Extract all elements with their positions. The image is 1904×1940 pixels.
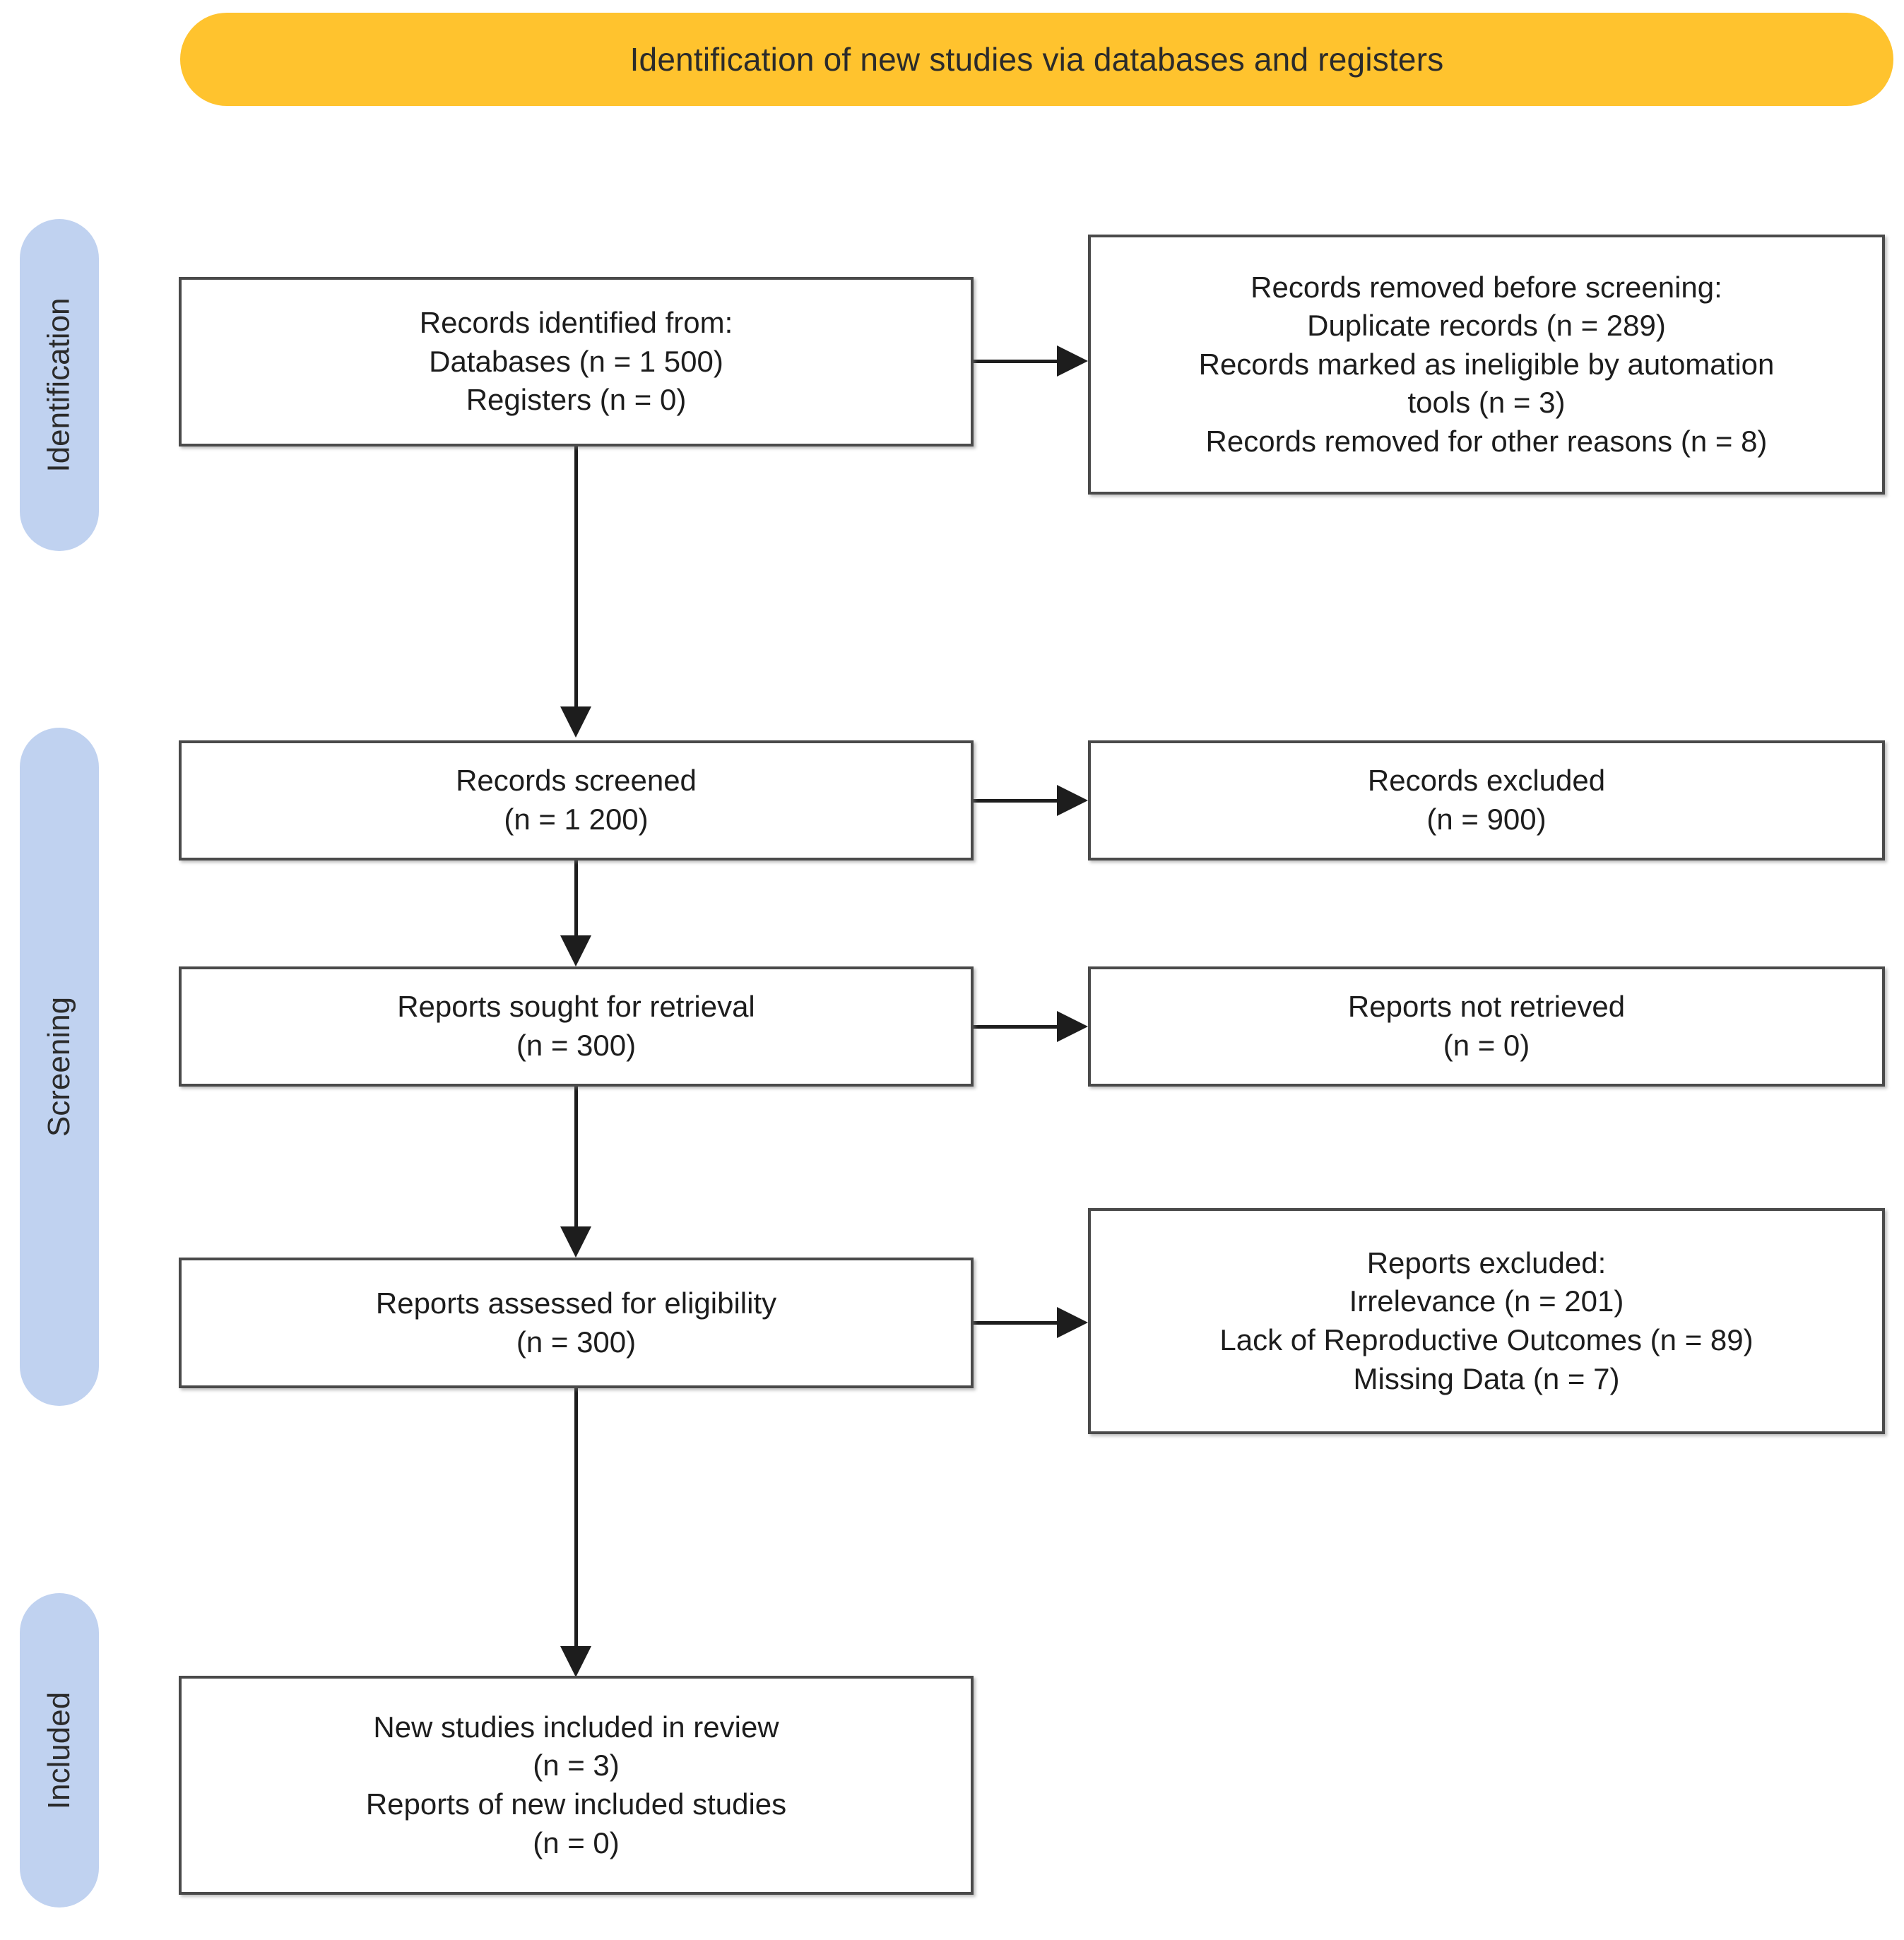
box-records-screened: Records screened (n = 1 200) <box>179 740 974 860</box>
box-records-identified-text: Records identified from: Databases (n = … <box>419 306 733 417</box>
box-reports-assessed-for-eligibility: Reports assessed for eligibility (n = 30… <box>179 1258 974 1388</box>
stage-label-included: Included <box>42 1691 77 1809</box>
connector-screened-to-sought <box>574 860 578 938</box>
box-records-identified: Records identified from: Databases (n = … <box>179 277 974 446</box>
box-records-excluded: Records excluded (n = 900) <box>1088 740 1885 860</box>
box-reports-excluded-text: Reports excluded: Irrelevance (n = 201) … <box>1219 1246 1754 1395</box>
stage-pill-identification: Identification <box>20 219 99 551</box>
box-new-studies-included: New studies included in review (n = 3) R… <box>179 1676 974 1895</box>
connector-assessed-to-reportsexcluded <box>974 1321 1057 1325</box>
stage-pill-screening: Screening <box>20 728 99 1406</box>
box-records-removed-text: Records removed before screening: Duplic… <box>1198 270 1775 458</box>
box-reports-not-retrieved-text: Reports not retrieved (n = 0) <box>1347 990 1626 1062</box>
box-reports-sought-text: Reports sought for retrieval (n = 300) <box>397 990 755 1062</box>
arrow-screened-to-sought <box>560 935 591 966</box>
connector-screened-to-excluded <box>974 799 1057 803</box>
connector-assessed-to-included <box>574 1388 578 1650</box>
connector-sought-to-assessed <box>574 1087 578 1229</box>
stage-label-screening: Screening <box>42 996 77 1137</box>
header-title: Identification of new studies via databa… <box>629 41 1444 78</box>
arrow-screened-to-excluded <box>1057 785 1088 816</box>
arrow-identified-to-screened <box>560 706 591 738</box>
stage-label-identification: Identification <box>42 297 76 473</box>
box-records-screened-text: Records screened (n = 1 200) <box>456 764 697 836</box>
box-reports-not-retrieved: Reports not retrieved (n = 0) <box>1088 966 1885 1087</box>
stage-pill-included: Included <box>20 1593 99 1908</box>
arrow-sought-to-assessed <box>560 1226 591 1258</box>
arrow-sought-to-notretrieved <box>1057 1011 1088 1042</box>
box-new-studies-included-text: New studies included in review (n = 3) R… <box>365 1710 787 1859</box>
connector-identified-to-removed <box>974 360 1057 363</box>
box-reports-sought-for-retrieval: Reports sought for retrieval (n = 300) <box>179 966 974 1087</box>
connector-sought-to-notretrieved <box>974 1025 1057 1029</box>
connector-identified-to-screened <box>574 446 578 709</box>
box-reports-excluded: Reports excluded: Irrelevance (n = 201) … <box>1088 1208 1885 1434</box>
box-reports-assessed-text: Reports assessed for eligibility (n = 30… <box>375 1286 777 1359</box>
arrow-identified-to-removed <box>1057 345 1088 377</box>
header-banner: Identification of new studies via databa… <box>180 13 1893 106</box>
arrow-assessed-to-included <box>560 1646 591 1677</box>
box-records-removed-before-screening: Records removed before screening: Duplic… <box>1088 235 1885 495</box>
arrow-assessed-to-reportsexcluded <box>1057 1307 1088 1338</box>
box-records-excluded-text: Records excluded (n = 900) <box>1367 764 1606 836</box>
